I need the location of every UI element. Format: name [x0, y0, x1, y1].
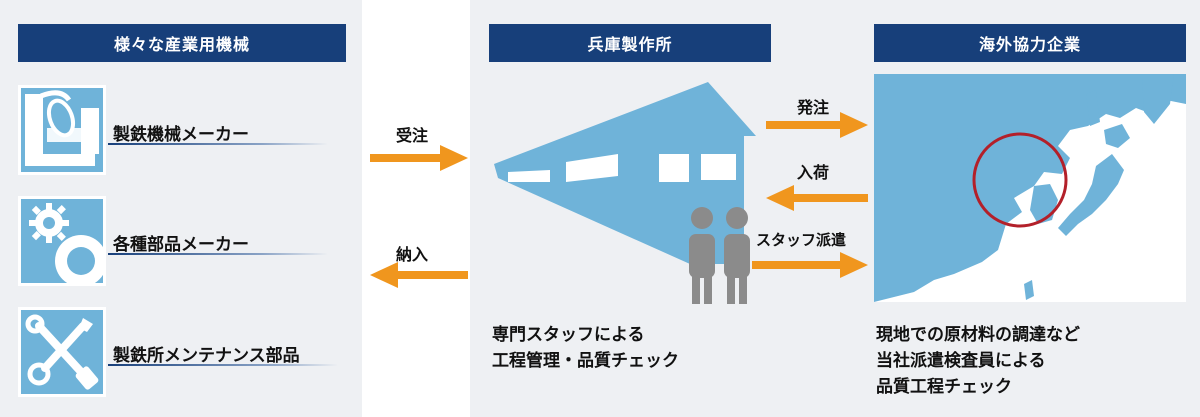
underline-1	[108, 143, 328, 145]
delivery-label: 納入	[396, 245, 429, 264]
overseas-caption: 現地での原材料の調達など 当社派遣検査員による 品質工程チェック	[876, 325, 1080, 397]
hyogo-works-header: 兵庫製作所	[489, 24, 771, 62]
maintenance-parts-label: 製鉄所メンテナンス部品	[113, 346, 300, 366]
delivery-arrow	[370, 262, 468, 288]
order-placed-label: 発注	[797, 98, 830, 117]
staff-dispatch-label: スタッフ派遣	[756, 231, 847, 249]
underline-3	[108, 364, 338, 366]
arrival-label: 入荷	[797, 163, 830, 182]
order-received-label: 受注	[396, 126, 429, 145]
factory-icon	[494, 82, 756, 264]
steel-machinery-icon	[18, 85, 106, 175]
center-caption: 専門スタッフによる 工程管理・品質チェック	[492, 325, 679, 371]
tools-icon	[18, 307, 106, 397]
parts-maker-label: 各種部品メーカー	[113, 235, 249, 255]
arrival-arrow	[766, 185, 868, 211]
staff-dispatch-arrow	[752, 252, 868, 278]
staff-icon	[689, 207, 750, 304]
underline-2	[108, 253, 328, 255]
overseas-partners-header: 海外協力企業	[874, 24, 1186, 62]
steel-machinery-maker-label: 製鉄機械メーカー	[113, 125, 249, 145]
industrial-machinery-header: 様々な産業用機械	[18, 24, 346, 62]
order-placed-arrow	[766, 112, 868, 138]
gear-icon	[18, 196, 107, 287]
east-asia-map-icon	[874, 74, 1186, 302]
order-received-arrow	[370, 145, 468, 171]
